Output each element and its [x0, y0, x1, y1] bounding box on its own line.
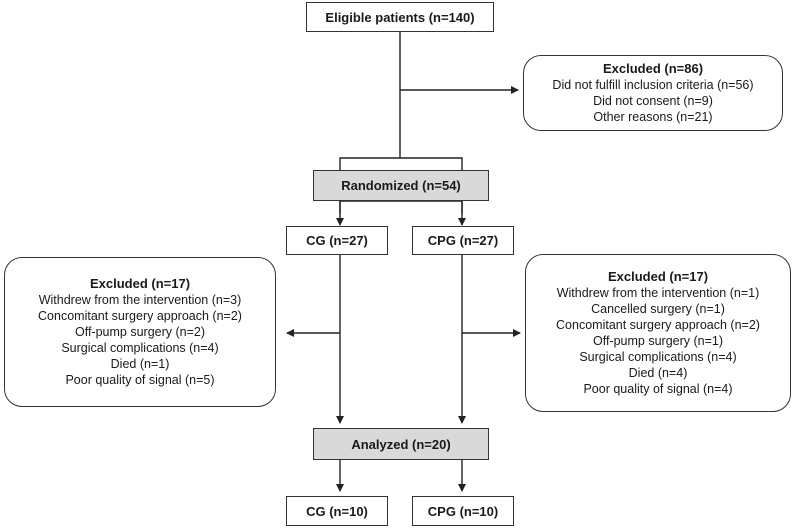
analyzed-box: Analyzed (n=20) [313, 428, 489, 460]
excluded-left-item: Withdrew from the intervention (n=3) [38, 293, 242, 307]
excluded-left-item: Died (n=1) [110, 357, 170, 371]
excluded-right-box: Excluded (n=17) Withdrew from the interv… [525, 254, 791, 412]
cg-final-label: CG (n=10) [306, 503, 368, 519]
excluded-left-box: Excluded (n=17) Withdrew from the interv… [4, 257, 276, 407]
eligible-patients-box: Eligible patients (n=140) [306, 2, 494, 32]
excluded-left-item: Surgical complications (n=4) [61, 341, 219, 355]
excluded-left-item: Off-pump surgery (n=2) [74, 325, 206, 339]
excluded-left-item: Poor quality of signal (n=5) [65, 373, 215, 387]
excluded-right-item: Withdrew from the intervention (n=1) [556, 286, 760, 300]
excluded-left-item: Concomitant surgery approach (n=2) [38, 309, 242, 323]
excluded-right-item: Surgical complications (n=4) [579, 350, 737, 364]
cg-allocation-box: CG (n=27) [286, 226, 388, 255]
excluded-top-item: Other reasons (n=21) [593, 110, 713, 124]
excluded-right-title: Excluded (n=17) [607, 269, 709, 284]
cg-final-box: CG (n=10) [286, 496, 388, 526]
cg-allocation-label: CG (n=27) [306, 233, 368, 248]
excluded-right-item: Off-pump surgery (n=1) [592, 334, 724, 348]
excluded-top-item: Did not fulfill inclusion criteria (n=56… [552, 78, 754, 92]
excluded-right-item: Concomitant surgery approach (n=2) [556, 318, 760, 332]
excluded-right-item: Died (n=4) [628, 366, 688, 380]
analyzed-label: Analyzed (n=20) [351, 436, 451, 452]
excluded-right-item: Cancelled surgery (n=1) [591, 302, 725, 316]
excluded-top-item: Did not consent (n=9) [593, 94, 713, 108]
cpg-final-label: CPG (n=10) [427, 503, 499, 519]
cpg-allocation-label: CPG (n=27) [427, 233, 499, 248]
excluded-top-title: Excluded (n=86) [602, 61, 704, 76]
excluded-right-item: Poor quality of signal (n=4) [583, 382, 733, 396]
excluded-left-title: Excluded (n=17) [89, 276, 191, 291]
eligible-patients-label: Eligible patients (n=140) [325, 9, 475, 25]
cpg-final-box: CPG (n=10) [412, 496, 514, 526]
cpg-allocation-box: CPG (n=27) [412, 226, 514, 255]
bracket-randomized [339, 157, 463, 170]
randomized-box: Randomized (n=54) [313, 170, 489, 201]
randomized-label: Randomized (n=54) [341, 178, 461, 193]
excluded-top-box: Excluded (n=86) Did not fulfill inclusio… [523, 55, 783, 131]
